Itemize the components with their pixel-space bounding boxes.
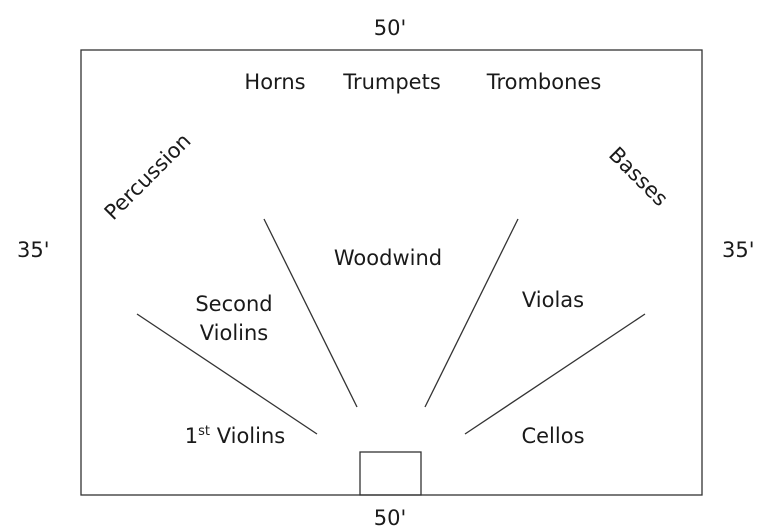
second-violins-line2: Violins [199, 321, 269, 345]
divider-line-left-inner [263, 218, 358, 408]
section-violas: Violas [521, 288, 585, 312]
first-violins-ordinal-suffix: st [198, 424, 211, 439]
conductor-podium [359, 451, 422, 496]
stage-outline [80, 49, 703, 496]
left-dimension-label: 35' [17, 238, 50, 262]
divider-line-left-outer [136, 313, 318, 435]
top-dimension-label: 50' [373, 16, 407, 40]
section-cellos: Cellos [521, 424, 585, 448]
right-dimension-label: 35' [722, 238, 755, 262]
section-second-violins: Second Violins [195, 290, 272, 348]
section-trumpets: Trumpets [343, 70, 441, 94]
section-woodwind: Woodwind [333, 246, 443, 270]
first-violins-number: 1 [184, 424, 199, 448]
divider-line-right-outer [464, 313, 646, 435]
section-trombones: Trombones [486, 70, 602, 94]
section-horns: Horns [244, 70, 306, 94]
second-violins-line1: Second [195, 292, 273, 316]
section-first-violins: 1st Violins [184, 424, 286, 448]
first-violins-label: Violins [216, 424, 286, 448]
bottom-dimension-label: 50' [373, 506, 407, 530]
divider-line-right-inner [424, 218, 519, 408]
